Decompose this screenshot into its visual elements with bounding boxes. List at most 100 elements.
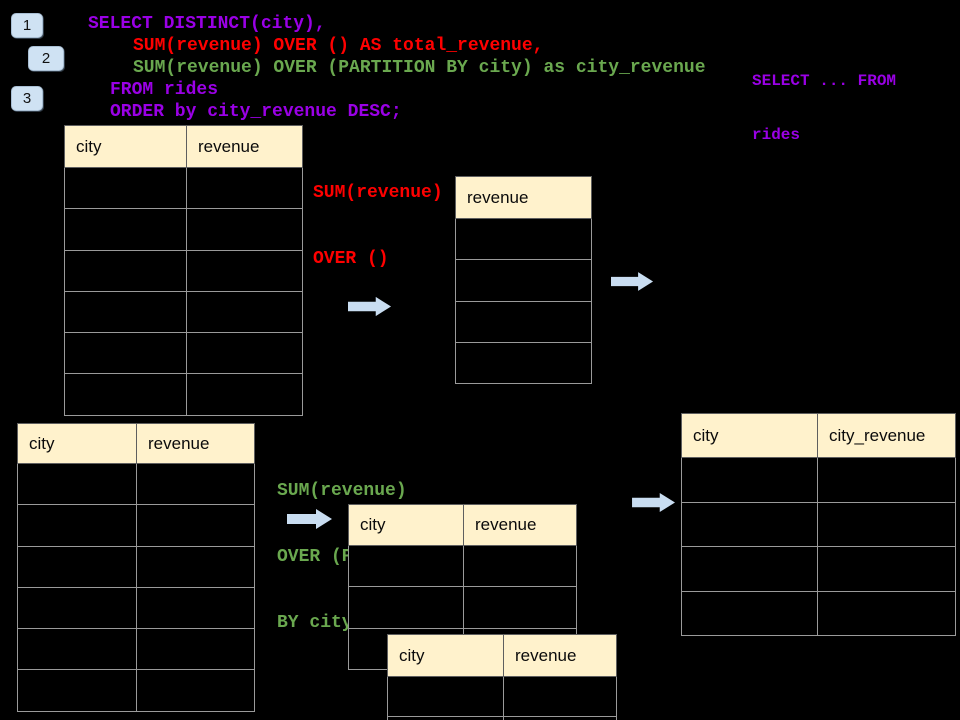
empty-cell	[463, 544, 577, 588]
column-header-city-revenue: city_revenue	[817, 413, 956, 458]
empty-cell	[64, 249, 187, 292]
annotation-total-line1: SUM(revenue)	[313, 183, 443, 203]
table-row	[681, 546, 956, 592]
table-city-revenue: city city_revenue	[681, 413, 956, 636]
table-row	[455, 259, 592, 302]
empty-cell	[681, 501, 818, 547]
empty-cell	[463, 586, 577, 629]
sql-line-city-revenue: SUM(revenue) OVER (PARTITION BY city) as…	[133, 58, 706, 78]
empty-cell	[348, 586, 464, 629]
table-source-top: city revenue	[64, 125, 303, 416]
empty-cell	[817, 590, 956, 636]
table-row	[17, 504, 255, 547]
table-row	[17, 462, 255, 506]
empty-cell	[503, 676, 617, 717]
column-header-city: city	[348, 504, 464, 546]
table-row	[681, 501, 956, 547]
sql-line-from: FROM rides	[110, 80, 219, 100]
empty-cell	[64, 373, 187, 416]
sql-side-note: SELECT ... FROM rides	[752, 36, 896, 180]
right-arrow-icon	[348, 295, 392, 318]
table-total-revenue: revenue	[455, 176, 592, 385]
column-header-city: city	[681, 413, 818, 458]
sql-line-select: SELECT DISTINCT(city),	[88, 14, 326, 34]
table-row	[455, 341, 592, 385]
table-row	[64, 208, 303, 251]
empty-cell	[136, 545, 255, 588]
table-row	[387, 716, 617, 720]
annotation-partition-line1: SUM(revenue)	[277, 481, 407, 501]
empty-cell	[64, 290, 187, 334]
column-header-revenue: revenue	[186, 125, 303, 168]
table-source-bottom: city revenue	[17, 423, 255, 712]
sql-side-note-line2: rides	[752, 126, 801, 144]
empty-cell	[681, 546, 818, 592]
empty-cell	[455, 300, 592, 343]
column-header-city: city	[17, 423, 137, 464]
step-badge-3: 3	[11, 86, 43, 111]
empty-cell	[817, 546, 956, 592]
column-header-city: city	[64, 125, 187, 168]
table-row	[64, 332, 303, 375]
empty-cell	[387, 676, 504, 717]
empty-cell	[136, 586, 255, 630]
empty-cell	[136, 669, 255, 712]
empty-cell	[186, 249, 303, 292]
empty-cell	[455, 341, 592, 385]
table-row	[455, 300, 592, 343]
empty-cell	[455, 259, 592, 302]
step-badge-2: 2	[28, 46, 64, 71]
table-row	[17, 669, 255, 712]
empty-cell	[186, 290, 303, 334]
empty-cell	[186, 208, 303, 251]
table-row	[17, 586, 255, 630]
empty-cell	[136, 462, 255, 506]
sql-line-order-by: ORDER by city_revenue DESC;	[110, 102, 402, 122]
table-partition-result: city revenue	[387, 634, 617, 720]
empty-cell	[186, 332, 303, 375]
empty-cell	[17, 462, 137, 506]
table-row	[348, 586, 577, 629]
annotation-sum-over-total: SUM(revenue) OVER ()	[313, 138, 443, 314]
table-row	[387, 676, 617, 717]
empty-cell	[348, 544, 464, 588]
table-row	[455, 217, 592, 261]
empty-cell	[64, 166, 187, 210]
column-header-revenue: revenue	[463, 504, 577, 546]
empty-cell	[681, 590, 818, 636]
empty-cell	[186, 373, 303, 416]
empty-cell	[387, 716, 504, 720]
sql-side-note-line1: SELECT ... FROM	[752, 72, 897, 90]
empty-cell	[455, 217, 592, 261]
table-row	[17, 628, 255, 671]
empty-cell	[17, 586, 137, 630]
column-header-city: city	[387, 634, 504, 677]
empty-cell	[136, 628, 255, 671]
empty-cell	[64, 208, 187, 251]
table-row	[681, 457, 956, 503]
right-arrow-icon	[611, 271, 654, 292]
empty-cell	[186, 166, 303, 210]
step-badge-1: 1	[11, 13, 43, 38]
empty-cell	[17, 545, 137, 588]
empty-cell	[817, 501, 956, 547]
table-row	[17, 545, 255, 588]
right-arrow-icon	[632, 492, 676, 513]
empty-cell	[681, 457, 818, 503]
annotation-total-line2: OVER ()	[313, 249, 389, 269]
empty-cell	[17, 628, 137, 671]
empty-cell	[817, 457, 956, 503]
table-row	[64, 166, 303, 210]
empty-cell	[503, 716, 617, 720]
table-row	[64, 290, 303, 334]
table-row	[348, 544, 577, 588]
table-row	[64, 373, 303, 416]
empty-cell	[17, 669, 137, 712]
table-row	[681, 590, 956, 636]
sql-line-total-revenue: SUM(revenue) OVER () AS total_revenue,	[133, 36, 544, 56]
right-arrow-icon	[287, 508, 333, 530]
column-header-revenue: revenue	[455, 176, 592, 219]
empty-cell	[64, 332, 187, 375]
table-row	[64, 249, 303, 292]
